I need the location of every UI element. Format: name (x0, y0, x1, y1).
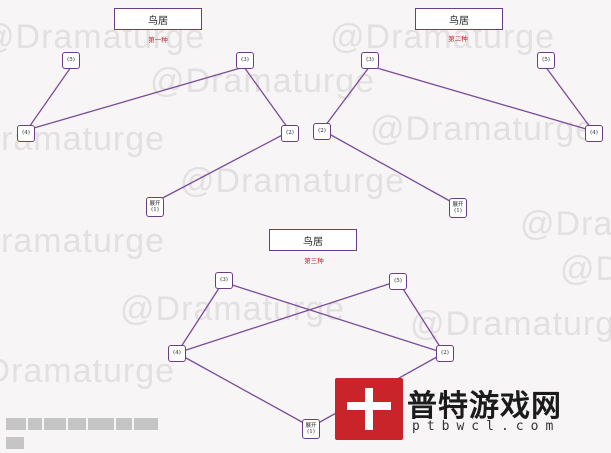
diagram-3-subtitle: 第三种 (304, 257, 324, 265)
diagram-1-node-end: 展开 (1) (146, 197, 164, 217)
diagram-2-node-3: (3) (361, 52, 379, 69)
diagram-3-title: 鸟居 (269, 229, 357, 251)
diagram-1-end-sub: (1) (151, 207, 159, 213)
diagram-3-node-4: (4) (168, 345, 186, 362)
brand-url: ptbwcl.com (412, 419, 561, 434)
watermark: @Dramaturge (0, 222, 166, 260)
diagram-3-node-end: 展开 (1) (302, 419, 320, 439)
brand-logo-icon (335, 378, 403, 440)
diagram-1-node-2: (2) (281, 125, 299, 142)
diagram-2-end-label: 展开 (452, 201, 464, 208)
watermark: @Dramaturge (370, 110, 596, 148)
edge-layer (26, 65, 594, 428)
brand-name: 普特游戏网 (407, 389, 562, 424)
diagram-3-node-2: (2) (436, 345, 454, 362)
diagram-2-node-2: (2) (313, 123, 331, 140)
watermark: @Dramaturge (560, 250, 611, 288)
diagram-3-end-sub: (1) (307, 429, 315, 435)
watermark: @Dramaturge (410, 305, 611, 343)
diagram-2-title: 鸟居 (415, 8, 503, 30)
diagram-1-end-label: 展开 (149, 200, 161, 207)
diagram-1-node-3: (3) (236, 52, 254, 69)
diagram-2-subtitle: 第二种 (448, 35, 468, 43)
diagram-2-node-end: 展开 (1) (449, 198, 467, 218)
diagram-2-node-5: (5) (537, 52, 555, 69)
diagram-3-node-5: (5) (389, 273, 407, 290)
watermark: @Dramaturge (0, 352, 176, 390)
blurred-credit (6, 415, 178, 449)
diagram-1-node-5: (5) (62, 52, 80, 69)
watermark: @Dramaturge (520, 205, 611, 243)
diagram-3-end-label: 展开 (305, 422, 317, 429)
diagram-1-subtitle: 第一种 (148, 36, 168, 44)
diagram-stage: @Dramaturge @Dramaturge @Dramaturge @Dra… (0, 8, 611, 449)
diagram-3-node-3: (3) (215, 272, 233, 289)
watermark: @Dramaturge (180, 162, 406, 200)
diagram-1-node-4: (4) (17, 125, 35, 142)
diagram-2-end-sub: (1) (454, 208, 462, 214)
watermark: @Dramaturge (150, 62, 376, 100)
diagram-2-node-4: (4) (585, 125, 603, 142)
diagram-1-title: 鸟居 (114, 8, 202, 30)
